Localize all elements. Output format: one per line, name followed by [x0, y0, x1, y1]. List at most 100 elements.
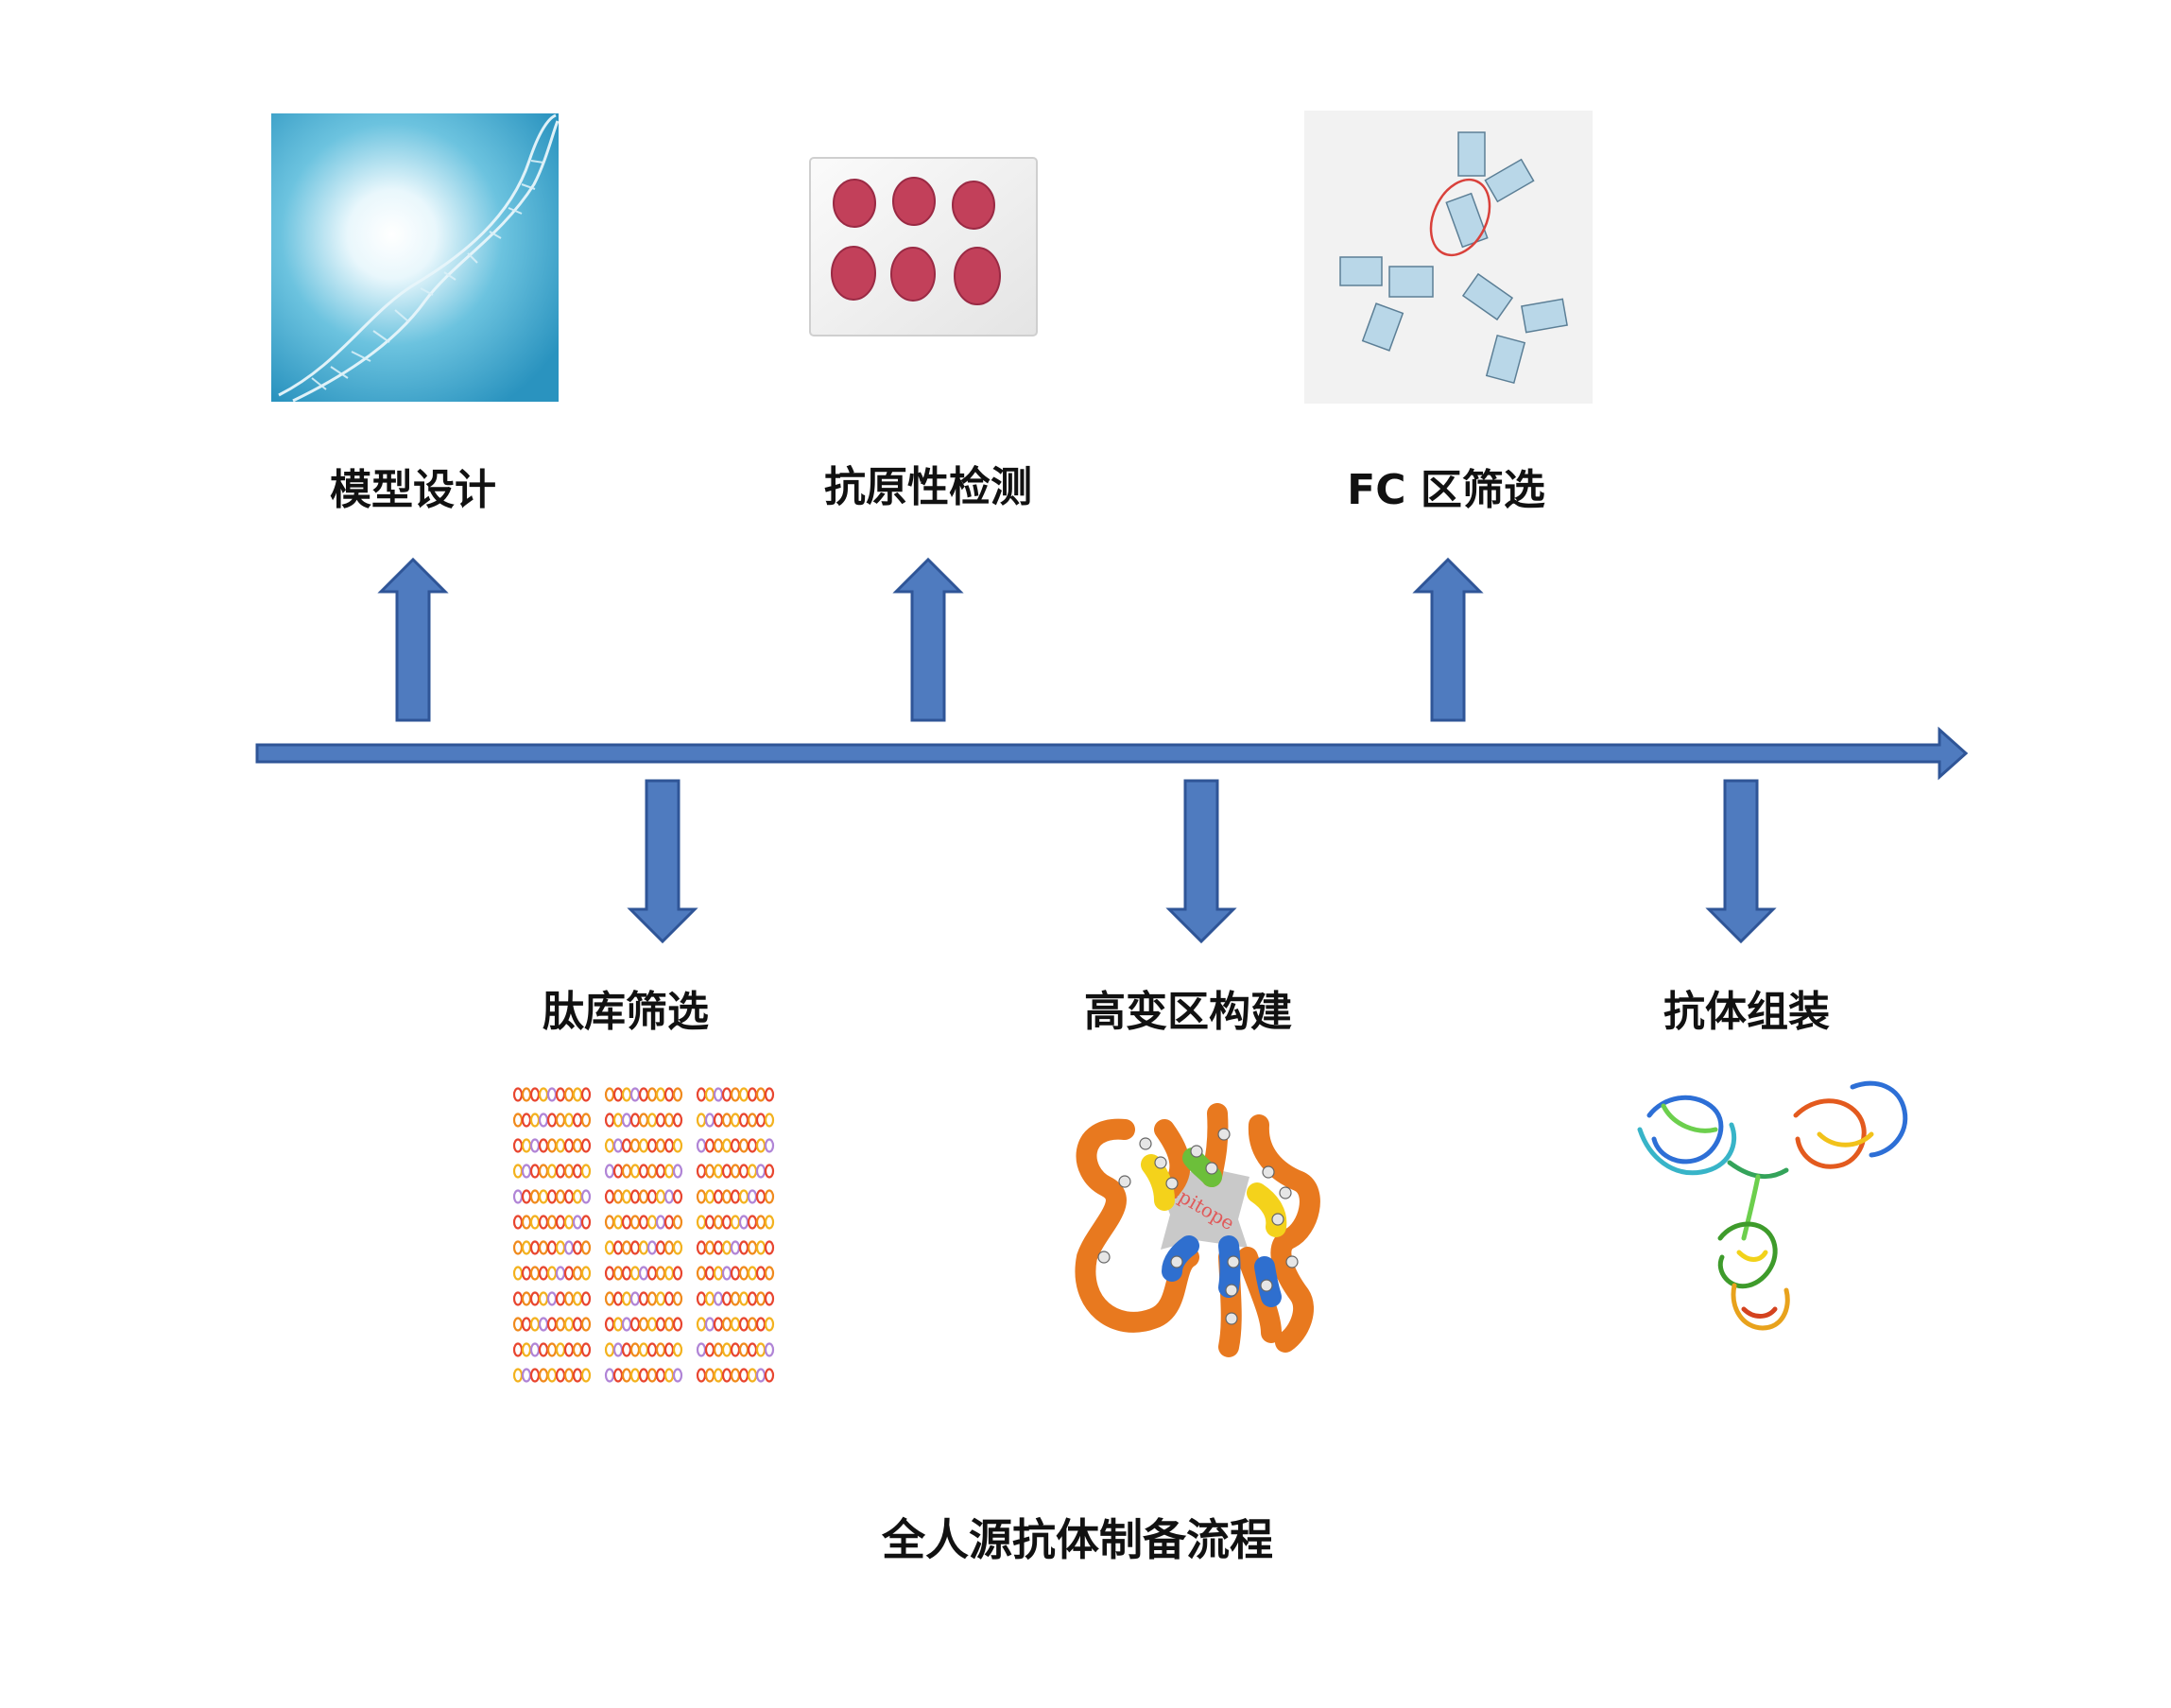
peptide-bead [512, 1164, 524, 1179]
peptide-bead [672, 1368, 683, 1383]
peptide-bead [629, 1113, 641, 1128]
peptide-bead [655, 1240, 666, 1255]
peptide-bead [646, 1266, 658, 1281]
peptide-bead [538, 1240, 549, 1255]
peptide-bead [713, 1164, 724, 1179]
peptide-bead [764, 1240, 775, 1255]
peptide-bead [521, 1189, 532, 1204]
peptide-bead [638, 1368, 649, 1383]
peptide-bead [555, 1266, 566, 1281]
peptide-bead [538, 1266, 549, 1281]
peptide-bead [580, 1368, 592, 1383]
peptide-bead [512, 1087, 524, 1102]
peptide-bead [604, 1164, 615, 1179]
peptide-bead [512, 1342, 524, 1357]
peptide-bead [655, 1087, 666, 1102]
peptide-bead [730, 1113, 741, 1128]
peptide-bead [713, 1087, 724, 1102]
peptide-bead [538, 1164, 549, 1179]
step-label-antibody-assembly: 抗体组装 [1663, 988, 1830, 1036]
peptide-bead [604, 1368, 615, 1383]
peptide-bead [672, 1087, 683, 1102]
peptide-bead [512, 1189, 524, 1204]
peptide-bead [572, 1266, 583, 1281]
peptide-bead [747, 1113, 758, 1128]
peptide-bead [721, 1291, 732, 1306]
peptide-bead [730, 1291, 741, 1306]
peptide-bead [638, 1317, 649, 1332]
peptide-bead [747, 1317, 758, 1332]
peptide-bead [738, 1164, 750, 1179]
peptide-bead [672, 1240, 683, 1255]
peptide-bead [704, 1240, 715, 1255]
peptide-bead [546, 1317, 558, 1332]
peptide-bead [529, 1087, 541, 1102]
peptide-bead [747, 1164, 758, 1179]
step-label-peptide-library: 肽库筛选 [543, 988, 709, 1036]
peptide-bead [521, 1342, 532, 1357]
peptide-bead [538, 1113, 549, 1128]
peptide-bead [655, 1317, 666, 1332]
peptide-bead [604, 1113, 615, 1128]
peptide-bead [621, 1113, 632, 1128]
peptide-bead [704, 1087, 715, 1102]
peptide-bead [529, 1164, 541, 1179]
peptide-bead [512, 1113, 524, 1128]
peptide-bead [655, 1164, 666, 1179]
peptide-bead [555, 1368, 566, 1383]
peptide-bead [755, 1189, 767, 1204]
peptide-bead [704, 1138, 715, 1153]
peptide-bead [580, 1317, 592, 1332]
peptide-bead [663, 1342, 675, 1357]
peptide-bead [621, 1240, 632, 1255]
peptide-bead [580, 1087, 592, 1102]
peptide-bead [721, 1164, 732, 1179]
peptide-bead [612, 1215, 624, 1230]
peptide-bead [621, 1342, 632, 1357]
peptide-bead [521, 1266, 532, 1281]
peptide-bead [672, 1215, 683, 1230]
peptide-bead [755, 1215, 767, 1230]
peptide-bead [638, 1189, 649, 1204]
peptide-bead [555, 1138, 566, 1153]
peptide-bead [738, 1138, 750, 1153]
peptide-bead [713, 1215, 724, 1230]
peptide-bead [604, 1215, 615, 1230]
peptide-bead [629, 1342, 641, 1357]
peptide-bead [696, 1342, 707, 1357]
peptide-bead [580, 1291, 592, 1306]
peptide-bead [512, 1138, 524, 1153]
peptide-bead [529, 1113, 541, 1128]
peptide-bead [512, 1317, 524, 1332]
peptide-bead [696, 1189, 707, 1204]
peptide-bead [604, 1240, 615, 1255]
peptide-bead [655, 1368, 666, 1383]
peptide-bead [563, 1291, 575, 1306]
peptide-bead [580, 1113, 592, 1128]
peptide-bead [730, 1240, 741, 1255]
peptide-bead [747, 1342, 758, 1357]
peptide-bead [572, 1240, 583, 1255]
peptide-bead [546, 1215, 558, 1230]
peptide-bead [538, 1317, 549, 1332]
peptide-bead [738, 1189, 750, 1204]
step-label-model-design: 模型设计 [330, 466, 496, 514]
step-label-hypervariable-region: 高变区构建 [1084, 988, 1292, 1036]
step-label-antigenicity-test: 抗原性检测 [824, 463, 1032, 511]
peptide-bead [646, 1189, 658, 1204]
peptide-bead [704, 1215, 715, 1230]
peptide-bead [538, 1087, 549, 1102]
peptide-bead [572, 1087, 583, 1102]
peptide-bead [604, 1138, 615, 1153]
peptide-bead [738, 1240, 750, 1255]
peptide-bead [555, 1189, 566, 1204]
peptide-bead [546, 1266, 558, 1281]
peptide-bead [521, 1240, 532, 1255]
peptide-bead [612, 1317, 624, 1332]
peptide-bead [612, 1087, 624, 1102]
peptide-bead [747, 1138, 758, 1153]
peptide-bead [713, 1342, 724, 1357]
peptide-bead [546, 1138, 558, 1153]
peptide-bead [563, 1164, 575, 1179]
